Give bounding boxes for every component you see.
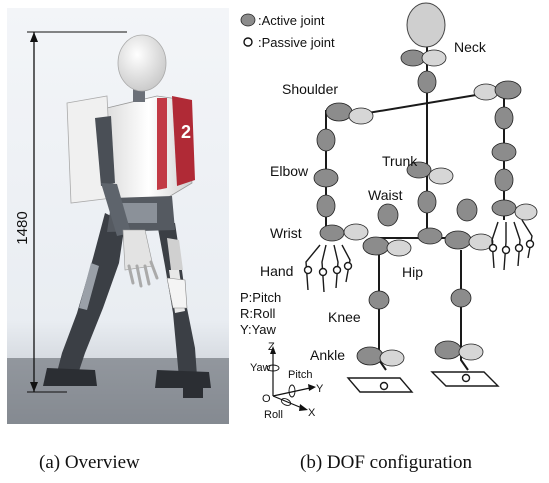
caption-overview: (a) Overview (39, 452, 140, 473)
key-roll: R:Roll (240, 306, 276, 321)
axis-z-label: Z (268, 341, 275, 353)
height-label: 1480 (14, 211, 31, 244)
left-leg-joints (356, 203, 412, 367)
legend-passive: :Passive joint (258, 35, 335, 50)
passive-joint-icon (243, 37, 253, 47)
label-neck: Neck (454, 39, 487, 55)
label-elbow: Elbow (270, 163, 309, 179)
active-joints (313, 49, 538, 367)
label-shoulder: Shoulder (282, 81, 338, 97)
axis-roll-label: Roll (264, 409, 283, 420)
label-ankle: Ankle (310, 347, 345, 363)
right-foot (430, 371, 500, 387)
left-arm-joints (313, 102, 374, 242)
axis-x-label: X (308, 407, 316, 419)
dof-diagram: :Active joint :Passive joint (240, 2, 538, 420)
axis-y-label: Y (316, 383, 324, 395)
axis-o-label: O (262, 393, 271, 405)
label-knee: Knee (328, 309, 361, 325)
head-icon (406, 2, 446, 48)
robot-head (117, 34, 167, 102)
backpack-number: 2 (181, 122, 191, 142)
axis-yaw-label: Yaw (250, 362, 271, 374)
robot-arm (95, 116, 183, 288)
right-leg-joints (434, 198, 494, 361)
active-joint-icon (240, 13, 256, 27)
label-waist: Waist (368, 187, 403, 203)
axis-pitch-label: Pitch (288, 369, 312, 381)
trunk-waist-joints (406, 161, 454, 245)
key-yaw: Y:Yaw (240, 322, 277, 337)
coordinate-axes: Z Yaw Pitch Y O X Roll (250, 341, 324, 420)
robot-photo: 1480 2 (7, 8, 229, 424)
legend-active: :Active joint (258, 13, 325, 28)
robot-legs (43, 213, 211, 398)
key-pitch: P:Pitch (240, 290, 281, 305)
label-wrist: Wrist (270, 225, 302, 241)
label-trunk: Trunk (382, 153, 418, 169)
label-hand: Hand (260, 263, 293, 279)
right-arm-joints (473, 80, 538, 221)
height-dimension-arrow (27, 31, 127, 393)
right-hand (488, 219, 535, 271)
caption-dof-configuration: (b) DOF configuration (300, 452, 473, 473)
left-foot (346, 377, 414, 393)
legend: :Active joint :Passive joint (240, 13, 335, 50)
neck-joints (400, 49, 447, 94)
label-hip: Hip (402, 264, 423, 280)
left-hand (303, 244, 353, 293)
